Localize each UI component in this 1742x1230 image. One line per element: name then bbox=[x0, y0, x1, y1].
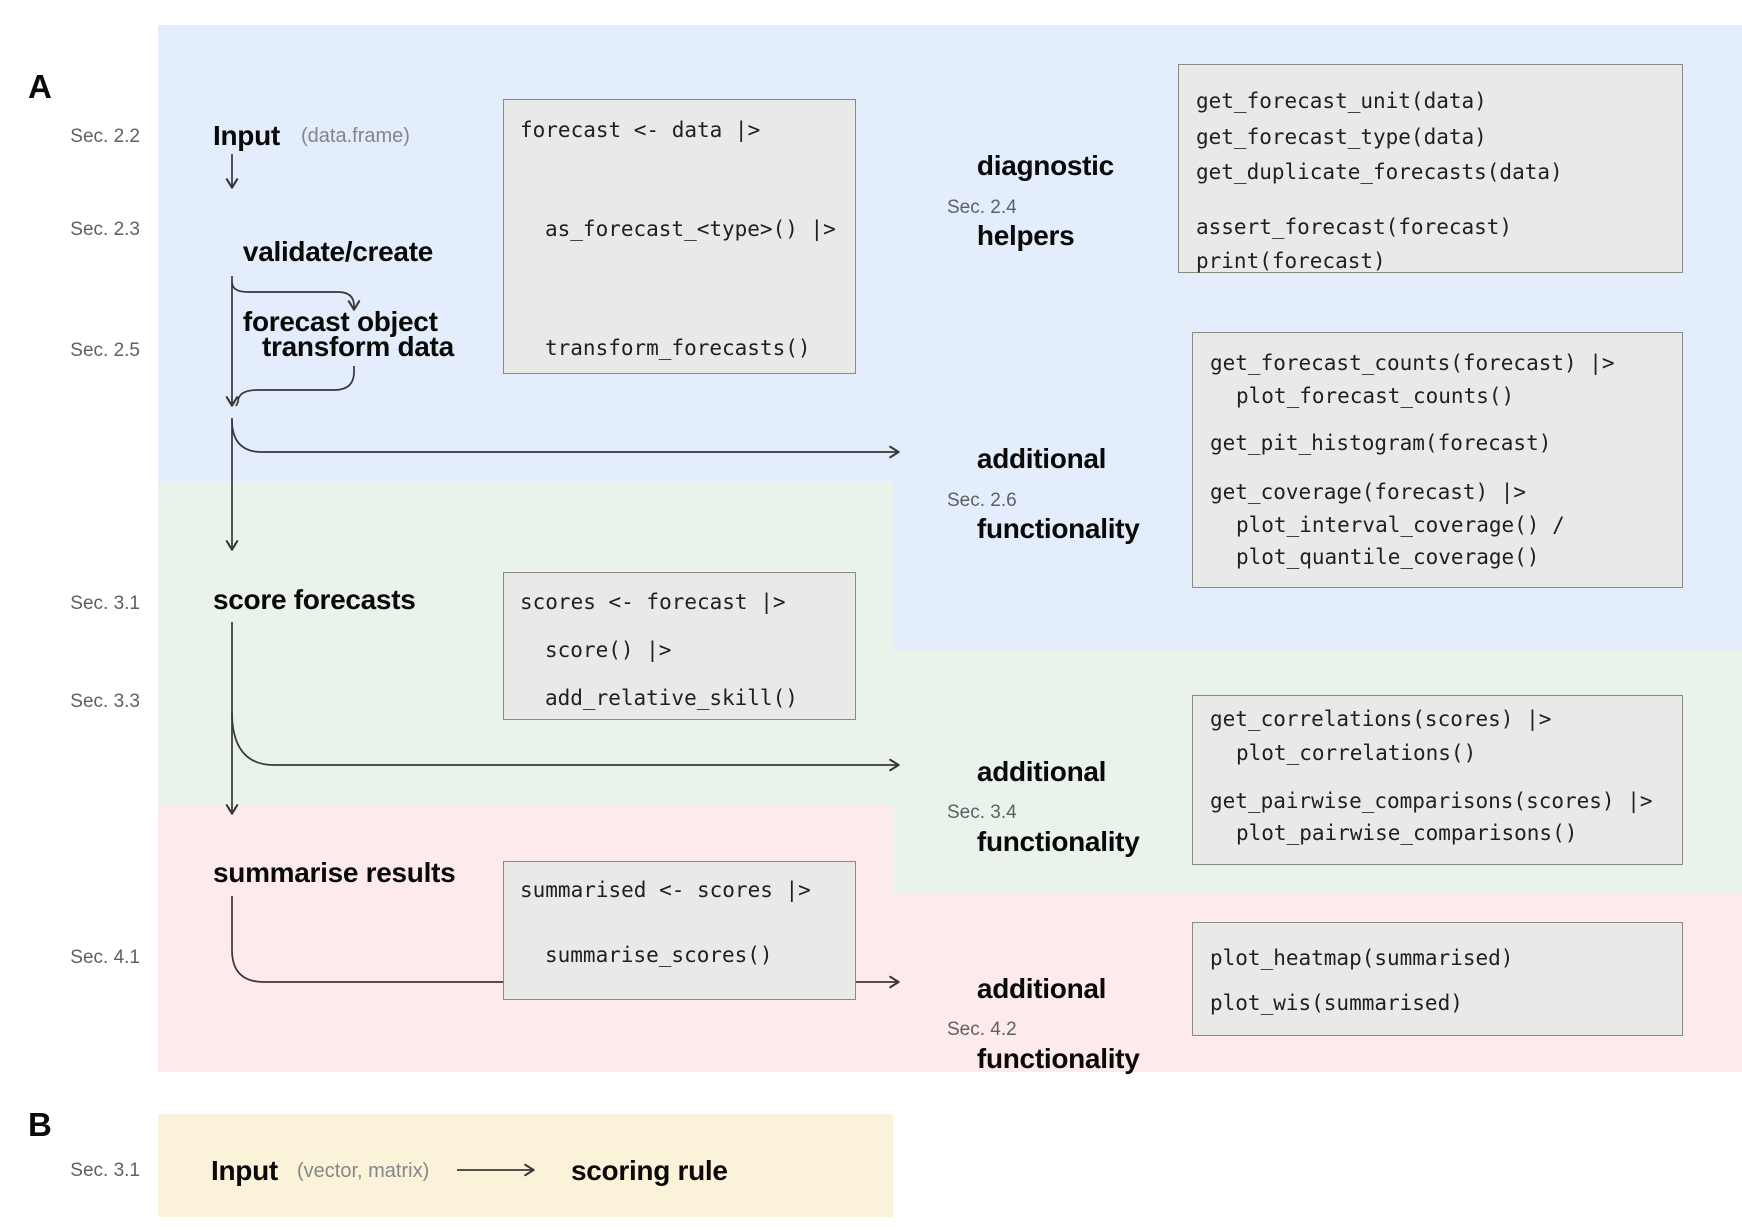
code-line: add_relative_skill() bbox=[545, 686, 798, 710]
code-line: plot_quantile_coverage() bbox=[1236, 545, 1540, 569]
code-line: plot_wis(summarised) bbox=[1210, 991, 1463, 1015]
code-box-additional-3 bbox=[1192, 922, 1683, 1036]
code-box-summarise-pipeline bbox=[503, 861, 856, 1000]
heading-additional-3-line2: functionality bbox=[976, 1043, 1140, 1074]
sec-label-3-3: Sec. 3.3 bbox=[70, 691, 140, 712]
sec-label-3-1: Sec. 3.1 bbox=[70, 593, 140, 614]
code-line: get_forecast_counts(forecast) |> bbox=[1210, 351, 1615, 375]
code-line: get_correlations(scores) |> bbox=[1210, 707, 1552, 731]
code-line: plot_interval_coverage() / bbox=[1236, 513, 1565, 537]
code-line: get_duplicate_forecasts(data) bbox=[1196, 160, 1563, 184]
sec-label-4-2: Sec. 4.2 bbox=[947, 1019, 1017, 1040]
code-line: plot_forecast_counts() bbox=[1236, 384, 1515, 408]
heading-diagnostic-line1: diagnostic bbox=[976, 150, 1114, 181]
panel-b-input-title: Input bbox=[211, 1155, 278, 1186]
heading-diagnostic-line2: helpers bbox=[976, 220, 1075, 251]
heading-diagnostic-helpers: diagnostic helpers bbox=[947, 113, 1114, 288]
sec-label-2-6: Sec. 2.6 bbox=[947, 490, 1017, 511]
heading-additional-functionality-2: additional functionality bbox=[947, 719, 1140, 894]
sec-label-2-2: Sec. 2.2 bbox=[70, 126, 140, 147]
code-line: plot_pairwise_comparisons() bbox=[1236, 821, 1578, 845]
code-line: get_pit_histogram(forecast) bbox=[1210, 431, 1552, 455]
code-box-additional-1 bbox=[1192, 332, 1683, 588]
step-score-title: score forecasts bbox=[213, 584, 416, 615]
code-line: print(forecast) bbox=[1196, 249, 1386, 273]
step-validate-line2: forecast object bbox=[242, 306, 438, 337]
code-line: plot_heatmap(summarised) bbox=[1210, 946, 1514, 970]
code-line: plot_correlations() bbox=[1236, 741, 1477, 765]
code-line: summarise_scores() bbox=[545, 943, 773, 967]
code-box-score-pipeline bbox=[503, 572, 856, 720]
heading-additional-1-line1: additional bbox=[976, 443, 1107, 474]
sec-label-b-3-1: Sec. 3.1 bbox=[70, 1160, 140, 1181]
sec-label-2-4: Sec. 2.4 bbox=[947, 197, 1017, 218]
heading-additional-2-line1: additional bbox=[976, 756, 1107, 787]
sec-label-4-1: Sec. 4.1 bbox=[70, 947, 140, 968]
code-line: get_coverage(forecast) |> bbox=[1210, 480, 1527, 504]
code-line: score() |> bbox=[545, 638, 672, 662]
code-line: summarised <- scores |> bbox=[520, 878, 811, 902]
sec-label-2-3: Sec. 2.3 bbox=[70, 219, 140, 240]
panel-b-label: B bbox=[28, 1106, 52, 1143]
code-line: as_forecast_<type>() |> bbox=[545, 217, 836, 241]
code-line: assert_forecast(forecast) bbox=[1196, 215, 1513, 239]
code-box-validate-pipeline bbox=[503, 99, 856, 374]
heading-additional-2-line2: functionality bbox=[976, 826, 1140, 857]
sec-label-2-5: Sec. 2.5 bbox=[70, 340, 140, 361]
code-line: get_pairwise_comparisons(scores) |> bbox=[1210, 789, 1653, 813]
step-validate-line1: validate/create bbox=[242, 236, 433, 267]
code-line: scores <- forecast |> bbox=[520, 590, 786, 614]
step-summarise-title: summarise results bbox=[213, 857, 456, 888]
heading-additional-3-line1: additional bbox=[976, 973, 1107, 1004]
code-line: transform_forecasts() bbox=[545, 336, 811, 360]
sec-label-3-4: Sec. 3.4 bbox=[947, 802, 1017, 823]
step-input-title: Input bbox=[213, 120, 280, 151]
step-validate-title: validate/create forecast object bbox=[213, 199, 438, 374]
code-box-additional-2 bbox=[1192, 695, 1683, 865]
step-input-note: (data.frame) bbox=[301, 125, 410, 147]
panel-b-scoring-rule: scoring rule bbox=[571, 1155, 728, 1186]
step-transform-title: transform data bbox=[262, 331, 454, 362]
code-line: forecast <- data |> bbox=[520, 118, 761, 142]
heading-additional-1-line2: functionality bbox=[976, 513, 1140, 544]
heading-additional-functionality-1: additional functionality bbox=[947, 406, 1140, 581]
code-line: get_forecast_type(data) bbox=[1196, 125, 1487, 149]
heading-additional-functionality-3: additional functionality bbox=[947, 936, 1140, 1111]
code-box-diagnostic-helpers bbox=[1178, 64, 1683, 273]
panel-a-label: A bbox=[28, 68, 52, 105]
panel-b-input-note: (vector, matrix) bbox=[297, 1160, 430, 1182]
code-line: get_forecast_unit(data) bbox=[1196, 89, 1487, 113]
